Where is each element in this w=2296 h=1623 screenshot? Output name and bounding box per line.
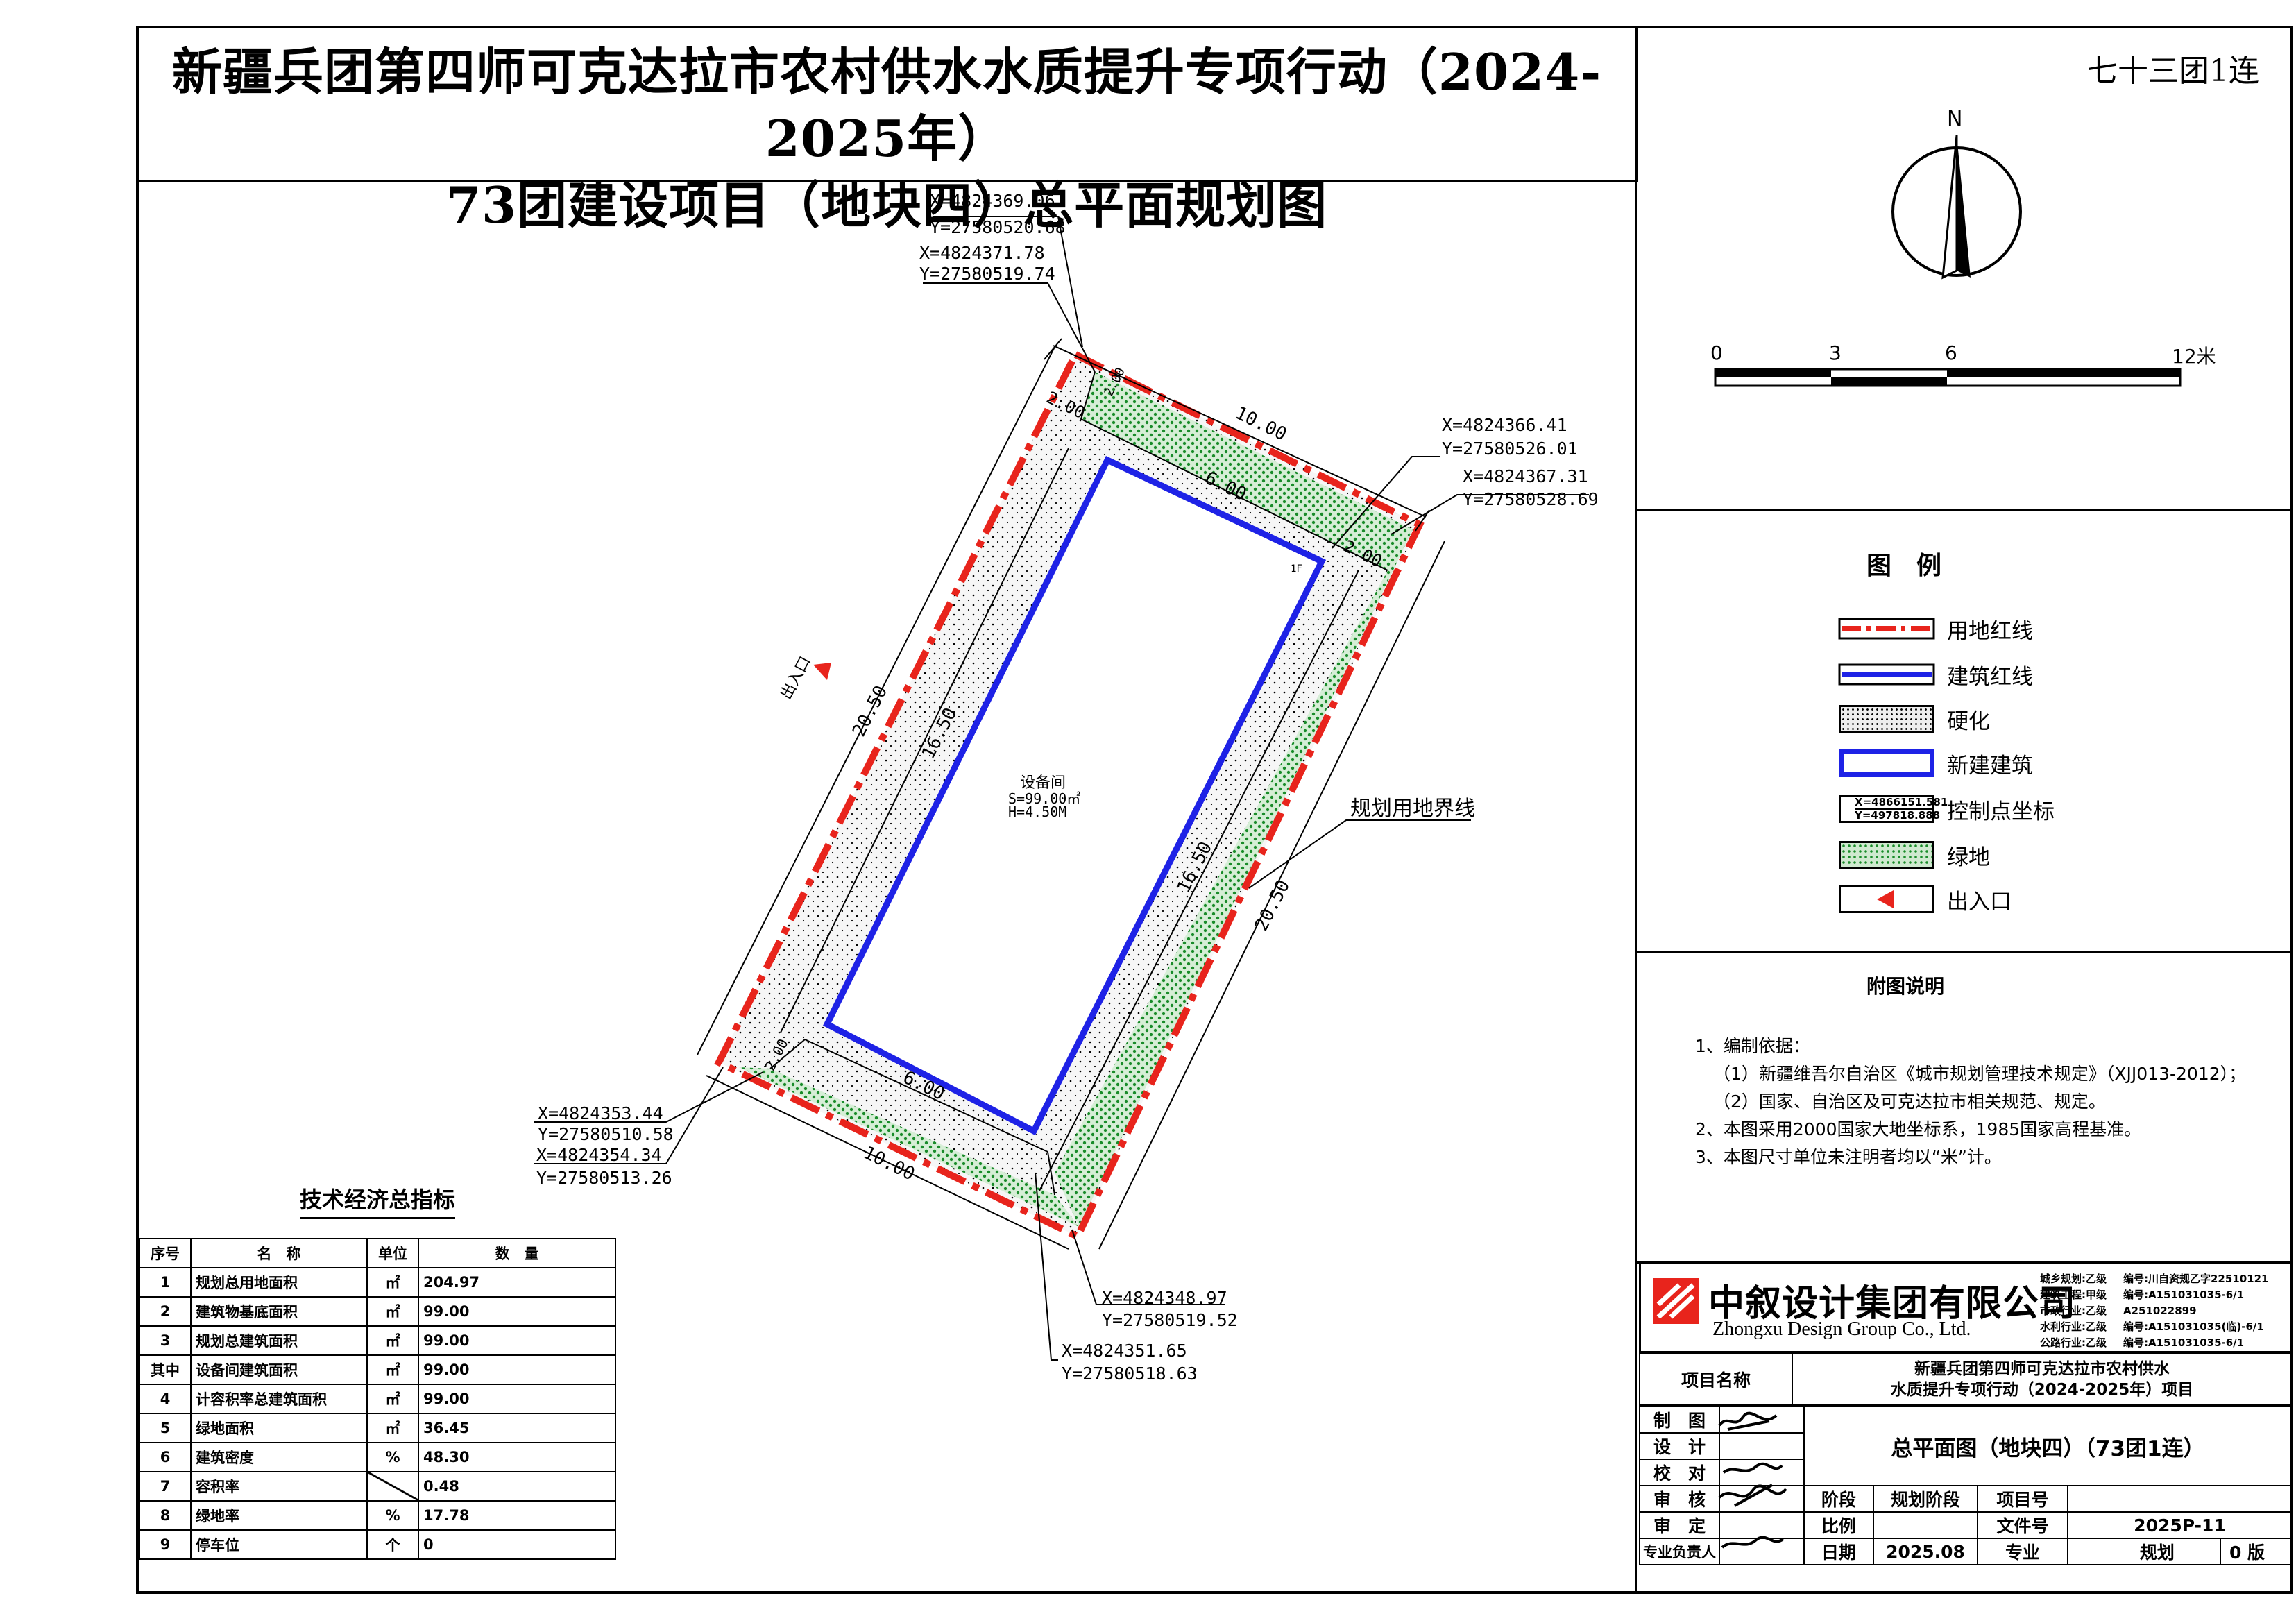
legend-item-control-point: X=4866151.581 Y=497818.888 控制点坐标 [1839,794,2055,824]
title-block: 项目名称 新疆兵团第四师可克达拉市农村供水 水质提升专项行动（2024-2025… [1639,1353,2293,1406]
coord-y: Y=27580519.74 [919,264,1055,284]
legend-item-red-line: 用地红线 [1838,613,2033,644]
coord-y: Y=27580513.26 [536,1168,672,1188]
coord-x: X=4824353.44 [538,1103,663,1123]
coord-x: X=4824354.34 [536,1145,662,1165]
coord-y: Y=27580528.69 [1463,489,1599,509]
coord-y: Y=27580518.63 [1062,1363,1198,1384]
company-name: 中叙设计集团有限公司 [1708,1283,2077,1325]
signature [1719,1511,1805,1539]
legend-title: 图 例 [1866,552,1942,580]
entrance-icon [813,663,831,680]
legend-label: 出入口 [1947,889,2012,915]
building-height: H=4.50M [1008,804,1067,820]
floor-label: 1F [1291,563,1302,575]
scale-tick-12: 12米 [2172,345,2216,368]
coord-x: X=4824351.65 [1062,1341,1187,1361]
scale-tick-3: 3 [1829,341,1842,364]
note-line: 2、本图采用2000国家大地坐标系，1985国家高程基准。 [1695,1119,2142,1139]
building-name: 设备间 [1020,774,1066,792]
coord-y: Y=27580519.52 [1102,1310,1238,1330]
drawing-title: 新疆兵团第四师可克达拉市农村供水水质提升专项行动（2024-2025年） 73团… [139,28,1635,235]
coord-x: X=4824369.06 [930,191,1055,211]
legend-item-paving: 硬化 [1839,704,1990,734]
building-area: S=99.00㎡ [1008,790,1081,807]
notes-title: 附图说明 [1866,975,1945,998]
company-logo-icon [1653,1278,1699,1324]
legend-label: 控制点坐标 [1947,799,2055,824]
legend-label: 硬化 [1947,708,1990,734]
note-line: 3、本图尺寸单位未注明者均以“米”计。 [1695,1147,2002,1167]
green-strip-bottom [739,1067,1079,1227]
company-name-en: Zhongxu Design Group Co., Ltd. [1712,1318,1971,1340]
notes-body: 1、编制依据： （1）新疆维吾尔自治区《城市规划管理技术规定》（XJJ013-2… [1695,1033,2246,1171]
coord-x: X=4824367.31 [1463,466,1588,486]
project-name: 新疆兵团第四师可克达拉市农村供水 水质提升专项行动（2024-2025年）项目 [1792,1353,2293,1406]
legend-label: 用地红线 [1947,618,2033,644]
boundary-label: 规划用地界线 [1350,797,1475,821]
scale-tick-6: 6 [1945,341,1957,364]
legend-sample-y: Y=497818.888 [1855,809,1941,822]
coord-x: X=4824366.41 [1442,415,1567,435]
title-line-1: 新疆兵团第四师可克达拉市农村供水水质提升专项行动（2024-2025年） [171,42,1602,168]
coord-x: X=4824348.97 [1102,1288,1227,1308]
corner-label: 七十三团1连 [2087,53,2259,89]
legend-sample-x: X=4866151.581 [1855,796,1948,810]
table-header: 序号 名 称 单位 数 量 [139,1238,616,1268]
signature [1719,1432,1805,1460]
company-block [1639,1261,2293,1353]
note-line: （2）国家、自治区及可克达拉市相关规范、规定。 [1713,1091,2106,1112]
legend-label: 新建建筑 [1947,753,2033,779]
signatures [1718,1411,1787,1549]
north-arrow-icon [1891,135,2022,280]
title-line-2: 73团建设项目（地块四）总平面规划图 [445,176,1328,235]
legend-label: 建筑红线 [1947,664,2033,690]
new-building [822,456,1327,1136]
note-line: （1）新疆维吾尔自治区《城市规划管理技术规定》（XJJ013-2012）； [1713,1064,2247,1084]
project-name-label: 项目名称 [1639,1353,1793,1406]
coord-y: Y=27580510.58 [538,1124,674,1144]
site-red-line [714,350,1425,1241]
coord-x: X=4824371.78 [919,243,1045,263]
company-quals: 城乡规划:乙级编号:川自资规乙字22510121 建筑工程:甲级编号:A1510… [2040,1273,2269,1349]
legend-item-new-building: 新建建筑 [1839,748,2033,779]
green-strip-top [1081,372,1413,570]
scale-tick-0: 0 [1710,341,1723,364]
coord-y: Y=27580520.68 [930,217,1066,237]
legend-item-blue-line: 建筑红线 [1838,659,2033,690]
north-label: N [1947,107,1963,131]
tech-table-title: 技术经济总指标 [300,1182,456,1219]
drawing-name: 总平面图（地块四）（73团1连） [1803,1406,2293,1486]
note-line: 1、编制依据： [1695,1036,1810,1056]
green-strip-right [1055,529,1413,1227]
legend-item-entrance: 出入口 [1839,884,2012,915]
scale-bar [1714,368,2182,387]
coord-y: Y=27580526.01 [1442,439,1578,459]
legend-label: 绿地 [1947,844,1990,870]
legend-item-green: 绿地 [1839,840,1990,870]
